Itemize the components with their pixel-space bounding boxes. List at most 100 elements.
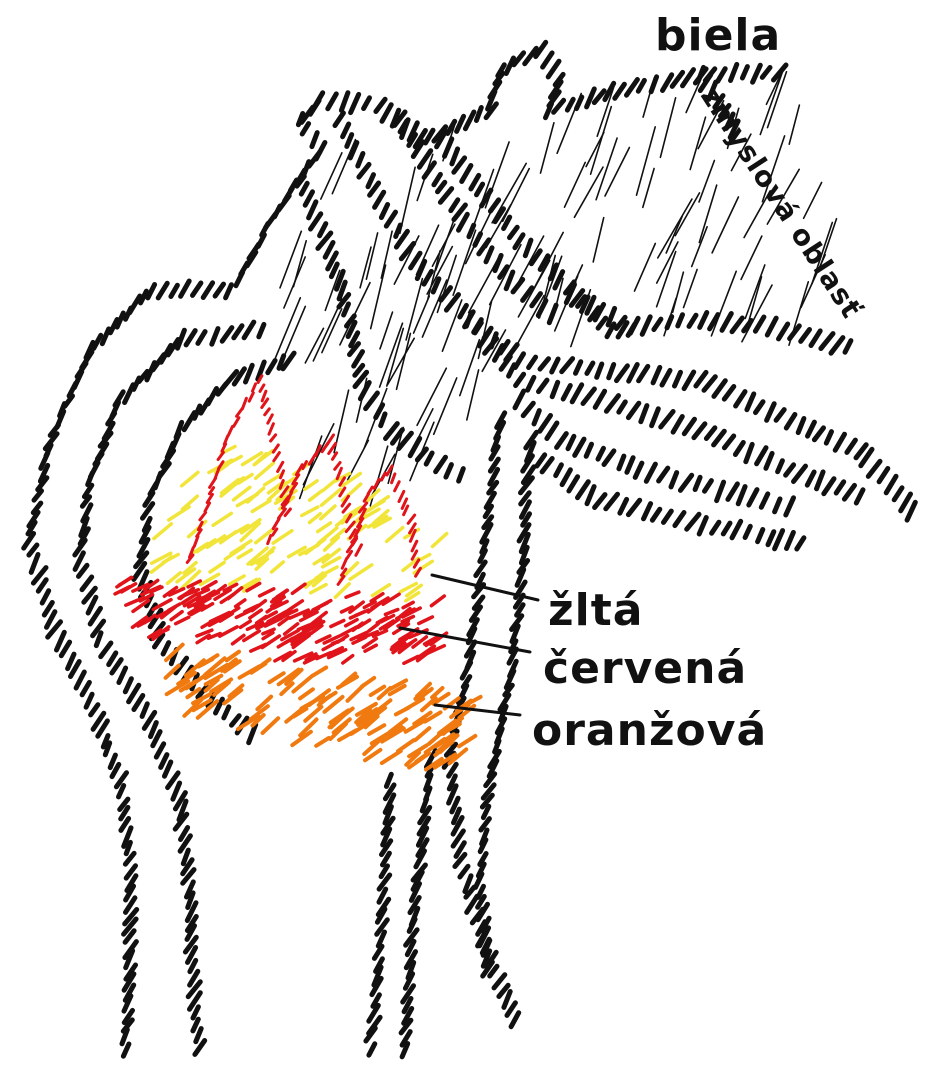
outline-dash bbox=[358, 154, 363, 167]
red-dash bbox=[236, 600, 245, 607]
outline-dash bbox=[477, 184, 483, 195]
outline-dash bbox=[554, 100, 564, 112]
outline-dash bbox=[376, 99, 385, 111]
outline-dash bbox=[652, 509, 659, 520]
red-dash bbox=[331, 621, 344, 627]
outline-dash bbox=[129, 685, 139, 702]
red-spike-dash bbox=[268, 536, 271, 544]
outline-dash bbox=[646, 464, 655, 481]
outline-dash bbox=[868, 461, 880, 476]
thin-hatch-line bbox=[490, 245, 521, 305]
red-spike-dash bbox=[408, 515, 415, 523]
outline-dash bbox=[609, 365, 614, 378]
outline-dash bbox=[440, 189, 451, 203]
outline-dash bbox=[597, 364, 602, 377]
outline-dash bbox=[758, 530, 763, 542]
outline-dash bbox=[700, 313, 707, 328]
outline-dash bbox=[312, 133, 317, 147]
outline-dash bbox=[678, 315, 683, 326]
outline-dash bbox=[543, 53, 553, 67]
outline-dash bbox=[259, 324, 264, 336]
yellow-dash bbox=[252, 501, 270, 512]
label-biela: biela bbox=[655, 10, 781, 61]
outline-dash bbox=[331, 264, 337, 277]
red-spike-dash bbox=[333, 453, 337, 460]
outline-dash bbox=[382, 105, 391, 122]
outline-dash bbox=[775, 499, 780, 512]
outline-dash bbox=[738, 487, 745, 504]
outline-dash bbox=[516, 374, 524, 385]
outline-dash bbox=[562, 470, 570, 485]
yellow-dash bbox=[305, 481, 317, 490]
outline-dash bbox=[381, 866, 387, 877]
outline-dash bbox=[664, 511, 672, 522]
outline-dash bbox=[234, 326, 242, 338]
outline-dash bbox=[722, 314, 731, 331]
outline-dash bbox=[557, 434, 567, 448]
red-spike-dash bbox=[374, 479, 379, 488]
outline-dash bbox=[451, 200, 458, 211]
outline-dash bbox=[811, 331, 820, 346]
outline-dash bbox=[434, 174, 441, 184]
outline-dash bbox=[572, 385, 582, 402]
outline-dash bbox=[446, 295, 458, 311]
outline-dash bbox=[462, 166, 471, 182]
outline-dash bbox=[540, 359, 549, 369]
thin-hatch-line bbox=[400, 167, 415, 233]
outline-dash bbox=[547, 423, 557, 439]
outline-dash bbox=[723, 523, 730, 534]
outline-dash bbox=[606, 494, 618, 509]
outline-dash bbox=[814, 428, 823, 440]
outline-dash bbox=[704, 377, 715, 391]
outline-dash bbox=[184, 413, 194, 430]
outline-dash bbox=[639, 366, 648, 380]
thin-hatch-line bbox=[313, 299, 342, 361]
outline-dash bbox=[224, 707, 229, 718]
outline-dash bbox=[190, 960, 196, 971]
outline-dash bbox=[653, 367, 660, 382]
outline-dash bbox=[641, 406, 647, 422]
outline-dash bbox=[316, 143, 325, 160]
red-dash bbox=[220, 627, 238, 636]
outline-dash bbox=[101, 643, 111, 657]
outline-dash bbox=[369, 1044, 375, 1055]
outline-dash bbox=[619, 402, 626, 412]
outline-dash bbox=[515, 235, 523, 248]
yellow-dash bbox=[210, 563, 224, 573]
red-spike-dash bbox=[399, 491, 404, 501]
orange-dash bbox=[459, 736, 475, 746]
outline-dash bbox=[767, 404, 775, 421]
outline-dash bbox=[436, 457, 446, 472]
orange-dash bbox=[300, 689, 313, 698]
outline-dash bbox=[305, 192, 312, 205]
outline-dash bbox=[509, 365, 515, 376]
red-spike-dash bbox=[194, 536, 198, 546]
thin-hatch-line bbox=[322, 309, 342, 353]
outline-dash bbox=[364, 98, 370, 109]
orange-dash bbox=[313, 668, 327, 676]
outline-dash bbox=[673, 417, 682, 433]
outline-dash bbox=[747, 394, 754, 410]
red-spike-dash bbox=[228, 426, 232, 435]
outline-dash bbox=[762, 68, 770, 78]
outline-dash bbox=[402, 120, 409, 138]
outline-dash bbox=[335, 113, 343, 126]
outline-dash bbox=[578, 482, 589, 498]
outline-dash bbox=[732, 318, 742, 332]
outline-dash bbox=[595, 391, 604, 407]
orange-dash bbox=[348, 685, 364, 701]
outline-dash bbox=[662, 370, 670, 385]
red-spike-dash bbox=[392, 474, 395, 483]
outline-dash bbox=[728, 484, 738, 500]
red-dash bbox=[244, 631, 259, 641]
outline-dash bbox=[381, 414, 385, 426]
thin-hatch-line bbox=[453, 230, 476, 295]
outline-dash bbox=[886, 476, 896, 493]
outline-dash bbox=[807, 472, 814, 485]
thin-hatch-line bbox=[741, 236, 762, 279]
outline-dash bbox=[426, 453, 432, 464]
outline-dash bbox=[79, 565, 88, 576]
outline-dash bbox=[663, 75, 672, 91]
outline-dash bbox=[507, 1003, 515, 1016]
